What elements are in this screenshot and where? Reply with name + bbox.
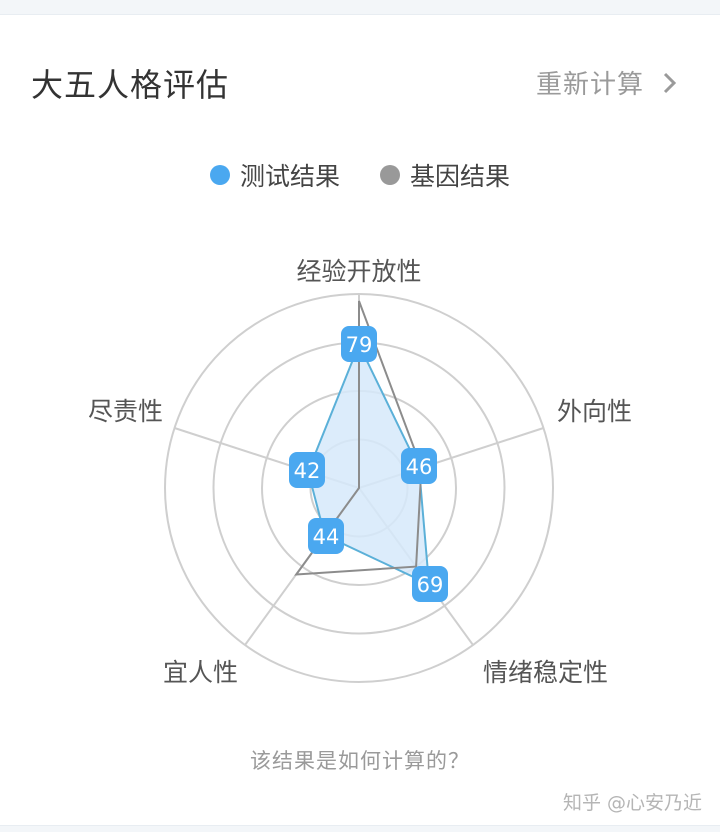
svg-text:79: 79 bbox=[346, 333, 373, 357]
legend-dot-test-icon bbox=[209, 165, 230, 185]
recalculate-label: 重新计算 bbox=[535, 70, 644, 100]
card-title: 大五人格评估 bbox=[31, 66, 230, 104]
value-badge-agreeableness[interactable]: 44 bbox=[308, 518, 344, 554]
legend-item-test[interactable]: 测试结果 bbox=[209, 157, 340, 193]
axis-label-agreeableness: 宜人性 bbox=[163, 658, 238, 687]
value-badge-conscientiousness[interactable]: 42 bbox=[289, 452, 325, 488]
watermark: 知乎 @心安乃近 bbox=[562, 792, 702, 814]
chevron-right-icon bbox=[663, 72, 677, 93]
value-badge-emotional-stability[interactable]: 69 bbox=[412, 566, 448, 602]
legend-label-test: 测试结果 bbox=[239, 162, 340, 191]
axis-label-emotional-stability: 情绪稳定性 bbox=[483, 658, 608, 687]
value-badge-extraversion[interactable]: 46 bbox=[401, 448, 437, 484]
svg-text:46: 46 bbox=[406, 455, 433, 479]
chart-legend: 测试结果 基因结果 bbox=[0, 157, 720, 193]
axis-label-openness: 经验开放性 bbox=[296, 257, 421, 286]
legend-label-gene: 基因结果 bbox=[410, 162, 511, 191]
axis-labels: 经验开放性 外向性 情绪稳定性 宜人性 尽责性 bbox=[88, 257, 632, 687]
how-calculated-link[interactable]: 该结果是如何计算的？ bbox=[250, 749, 470, 773]
bottom-divider-band bbox=[0, 825, 720, 832]
top-divider-band bbox=[0, 0, 720, 15]
recalculate-button[interactable]: 重新计算 bbox=[536, 64, 680, 101]
svg-text:42: 42 bbox=[294, 459, 321, 483]
axis-label-conscientiousness: 尽责性 bbox=[88, 397, 163, 426]
legend-item-gene[interactable]: 基因结果 bbox=[380, 157, 510, 193]
gene-result-line bbox=[294, 300, 423, 576]
value-badge-openness[interactable]: 79 bbox=[341, 326, 377, 362]
svg-text:69: 69 bbox=[417, 573, 444, 597]
axis-label-extraversion: 外向性 bbox=[557, 397, 632, 426]
svg-text:44: 44 bbox=[313, 525, 340, 549]
legend-dot-gene-icon bbox=[380, 165, 400, 185]
